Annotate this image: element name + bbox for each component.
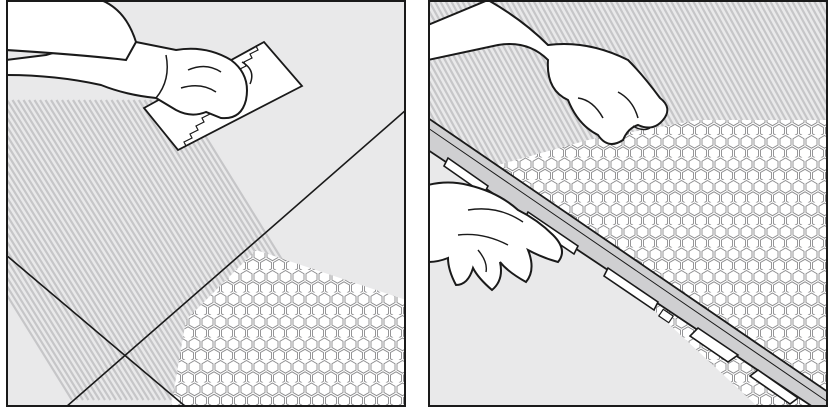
panel-level-step [428, 0, 828, 407]
panel-trowel-illustration [6, 0, 406, 407]
panel-level-illustration [428, 0, 828, 407]
panel-trowel-step [6, 0, 406, 407]
